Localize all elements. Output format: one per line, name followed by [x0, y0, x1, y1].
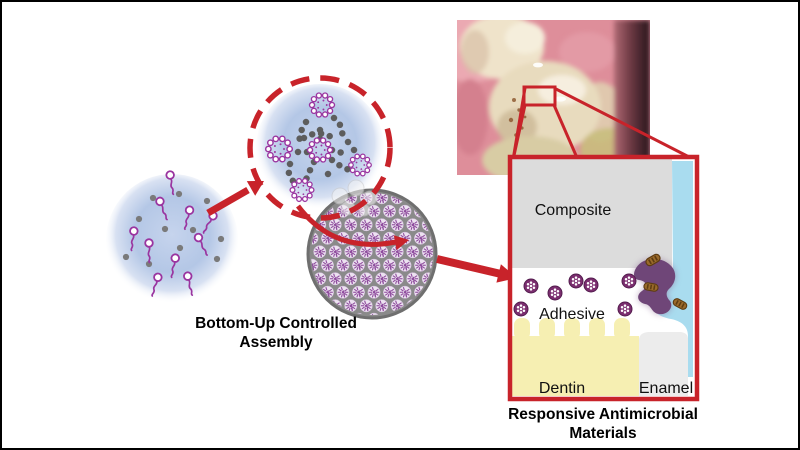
composite-layer: [512, 159, 672, 278]
particle-microsphere: [306, 179, 438, 320]
initiator-dot-icons: [122, 190, 225, 268]
schematic-red-border: [507, 154, 700, 402]
dashed-ring-icon: [247, 75, 393, 221]
adhesive-label: Adhesive: [539, 306, 605, 323]
dispersed-solution-circle: [106, 169, 238, 306]
responsive-caption-line1: Responsive Antimicrobial: [508, 406, 698, 423]
assembled-cluster-circle: [256, 84, 384, 212]
oral-cavity-strip: [651, 161, 693, 377]
bead-chain-icons: [285, 114, 358, 186]
responsive-caption-line2: Materials: [569, 425, 637, 442]
responsive-caption: Responsive Antimicrobial Materials: [493, 405, 713, 443]
dentin-layer: [512, 318, 639, 396]
magnifier-callout-icon: [511, 85, 696, 162]
enamel-label: Enamel: [638, 380, 694, 397]
release-arrow-icon: [436, 255, 517, 283]
composite-label: Composite: [534, 202, 612, 219]
condensation-arrow-icon: [296, 204, 409, 251]
assembly-caption-line1: Bottom-Up Controlled: [195, 315, 357, 332]
restoration-schematic: [507, 154, 700, 402]
enamel-layer: [639, 332, 688, 396]
assembly-caption-line2: Assembly: [239, 334, 313, 351]
assembly-caption: Bottom-Up Controlled Assembly: [166, 314, 386, 352]
dentin-label: Dentin: [538, 380, 586, 397]
